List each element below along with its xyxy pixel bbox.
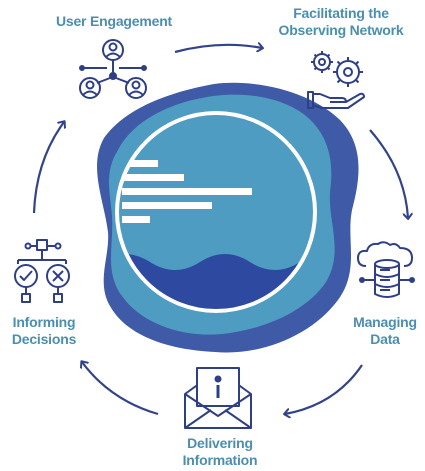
- bar-5: [122, 216, 150, 223]
- gears-hand-icon: [306, 48, 370, 112]
- bar-4: [122, 202, 212, 209]
- bar-2: [122, 174, 184, 181]
- label-line: Delivering: [187, 435, 253, 451]
- arrow-managing-to-delivering: [285, 364, 363, 414]
- label-delivering-information: Delivering Information: [168, 435, 272, 469]
- label-line: Decisions: [11, 331, 77, 347]
- bar-1: [122, 160, 158, 167]
- label-line: Managing: [353, 314, 417, 330]
- label-managing-data: Managing Data: [346, 314, 424, 348]
- label-line: Observing Network: [278, 22, 404, 38]
- bar-3: [122, 188, 252, 195]
- arrow-engagement-to-facilitating: [174, 45, 262, 54]
- label-line: Data: [370, 331, 400, 347]
- arrow-facilitating-to-managing: [369, 129, 408, 218]
- envelope-info-icon: [183, 366, 253, 430]
- label-user-engagement: User Engagement: [44, 13, 184, 30]
- label-line: User Engagement: [55, 13, 173, 29]
- cloud-database-icon: [356, 240, 418, 304]
- label-facilitating: Facilitating the Observing Network: [262, 5, 420, 39]
- badge-ring: [115, 111, 317, 313]
- label-line: Facilitating the: [293, 5, 389, 21]
- label-line: Information: [182, 452, 258, 468]
- people-network-icon: [78, 38, 148, 104]
- arrow-delivering-to-informing: [82, 362, 159, 416]
- label-line: Informing: [12, 314, 76, 330]
- label-informing-decisions: Informing Decisions: [2, 314, 86, 348]
- decision-flow-icon: [10, 238, 74, 306]
- arrow-informing-to-engagement: [32, 122, 64, 214]
- badge-water: [118, 254, 314, 310]
